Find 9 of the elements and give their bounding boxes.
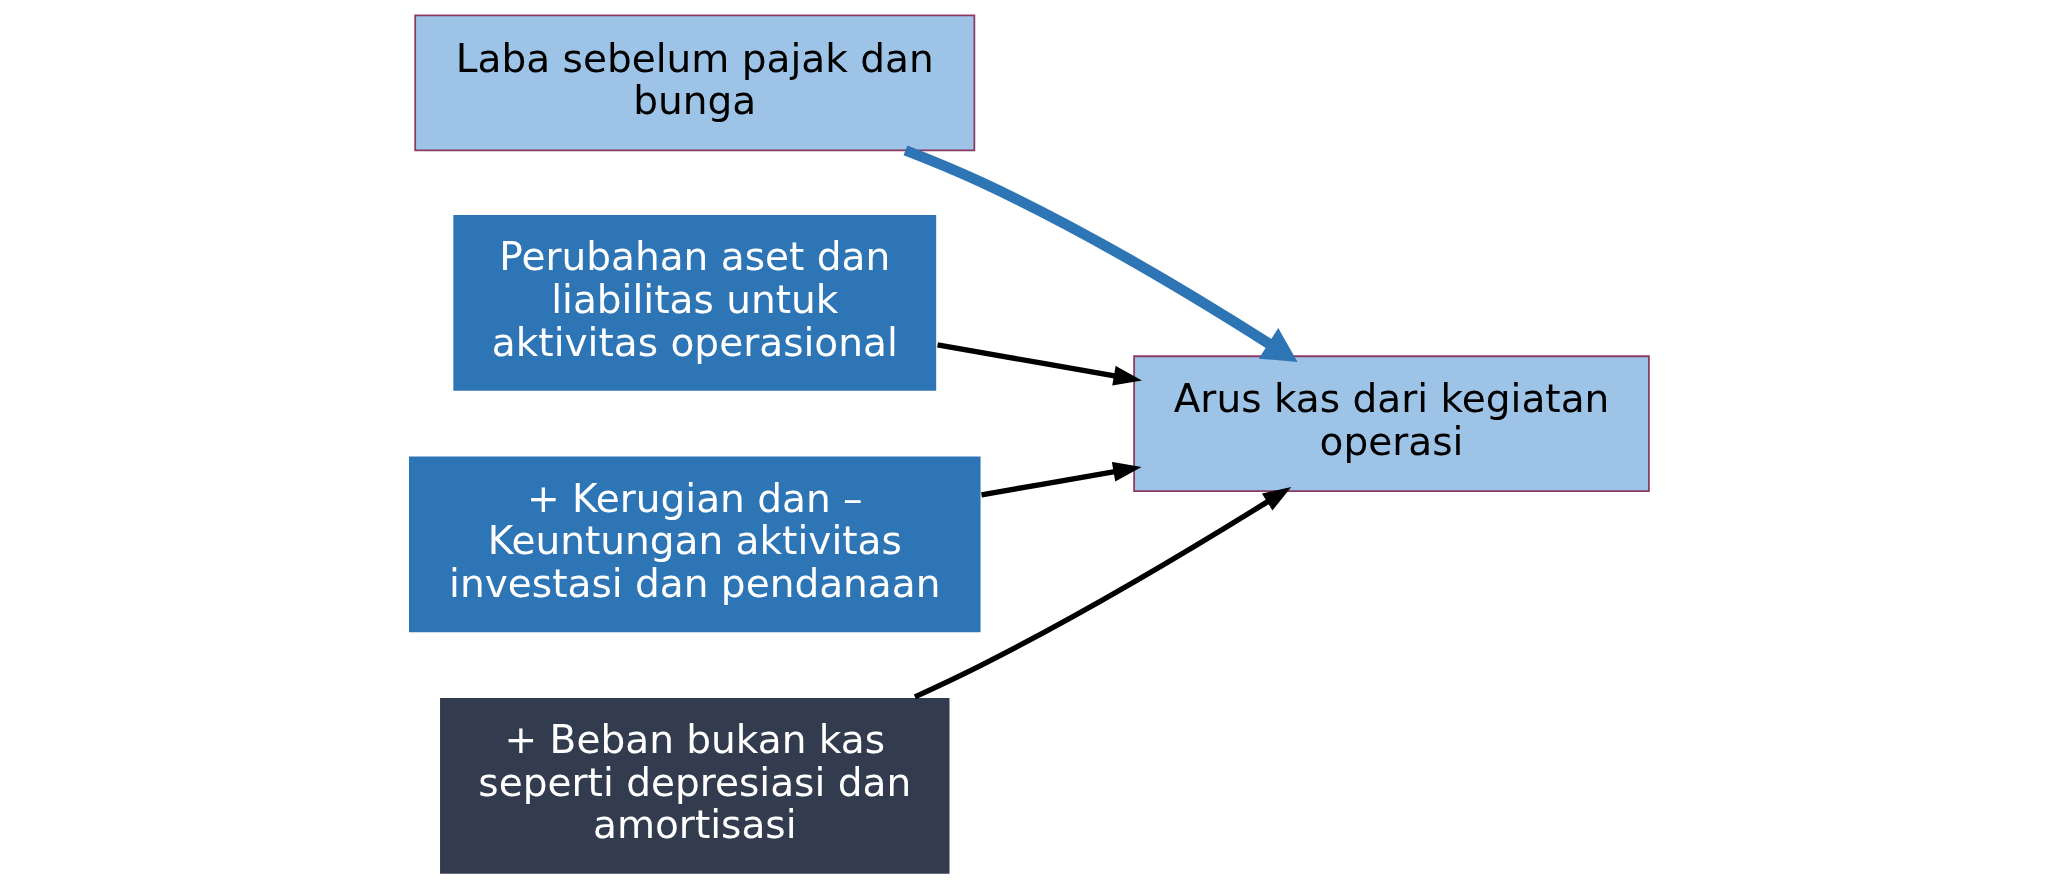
arrow (913, 486, 1292, 700)
node-box: Arus kas dari kegiatan operasi (1133, 355, 1650, 493)
node-box: + Kerugian dan – Keuntungan aktivitas investasi dan pendanaan (407, 454, 983, 635)
arrow (937, 342, 1143, 386)
node-box: Laba sebelum pajak dan bunga (414, 14, 976, 152)
arrow (903, 145, 1298, 362)
node-box: + Beban bukan kas seperti depresiasi dan amortisasi (438, 696, 952, 876)
node-box: Perubahan aset dan liabilitas untuk aktivitas operasional (451, 213, 938, 393)
arrow (981, 461, 1142, 498)
